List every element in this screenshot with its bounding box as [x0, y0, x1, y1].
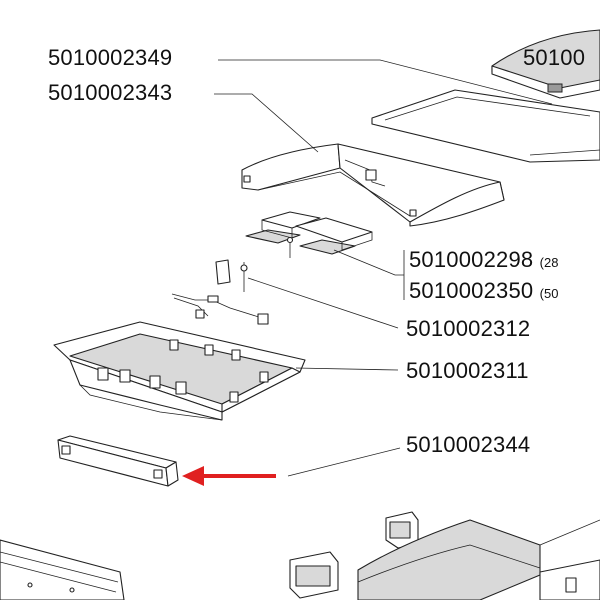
rail-bar [57, 435, 179, 487]
frame-plate [371, 89, 600, 163]
bottom-brackets [289, 511, 419, 599]
label-5010002298-number: 5010002298 [409, 247, 534, 272]
leader-lines [214, 59, 600, 546]
label-5010002350-number: 5010002350 [409, 278, 534, 303]
label-5010002311: 5010002311 [406, 358, 529, 383]
label-5010002298: 5010002298 (28 [409, 249, 558, 271]
upper-curved-tray [241, 143, 505, 227]
label-50100-partial: 50100 [523, 45, 586, 70]
label-5010002344: 5010002344 [406, 432, 531, 457]
bottom-right-slab [357, 519, 600, 600]
bottom-left-panel [0, 539, 125, 600]
label-5010002349: 5010002349 [48, 45, 173, 70]
heating-pads [245, 211, 373, 258]
cover-panel [491, 29, 600, 99]
label-5010002350-suffix: (50 [539, 286, 559, 301]
label-5010002343: 5010002343 [48, 80, 173, 105]
basin [53, 321, 306, 421]
label-5010002312: 5010002312 [406, 316, 531, 341]
red-arrow [182, 466, 276, 486]
sensor-wiring [171, 259, 269, 325]
label-5010002298-suffix: (28 [539, 255, 559, 270]
label-5010002350: 5010002350 (50 [409, 280, 558, 302]
